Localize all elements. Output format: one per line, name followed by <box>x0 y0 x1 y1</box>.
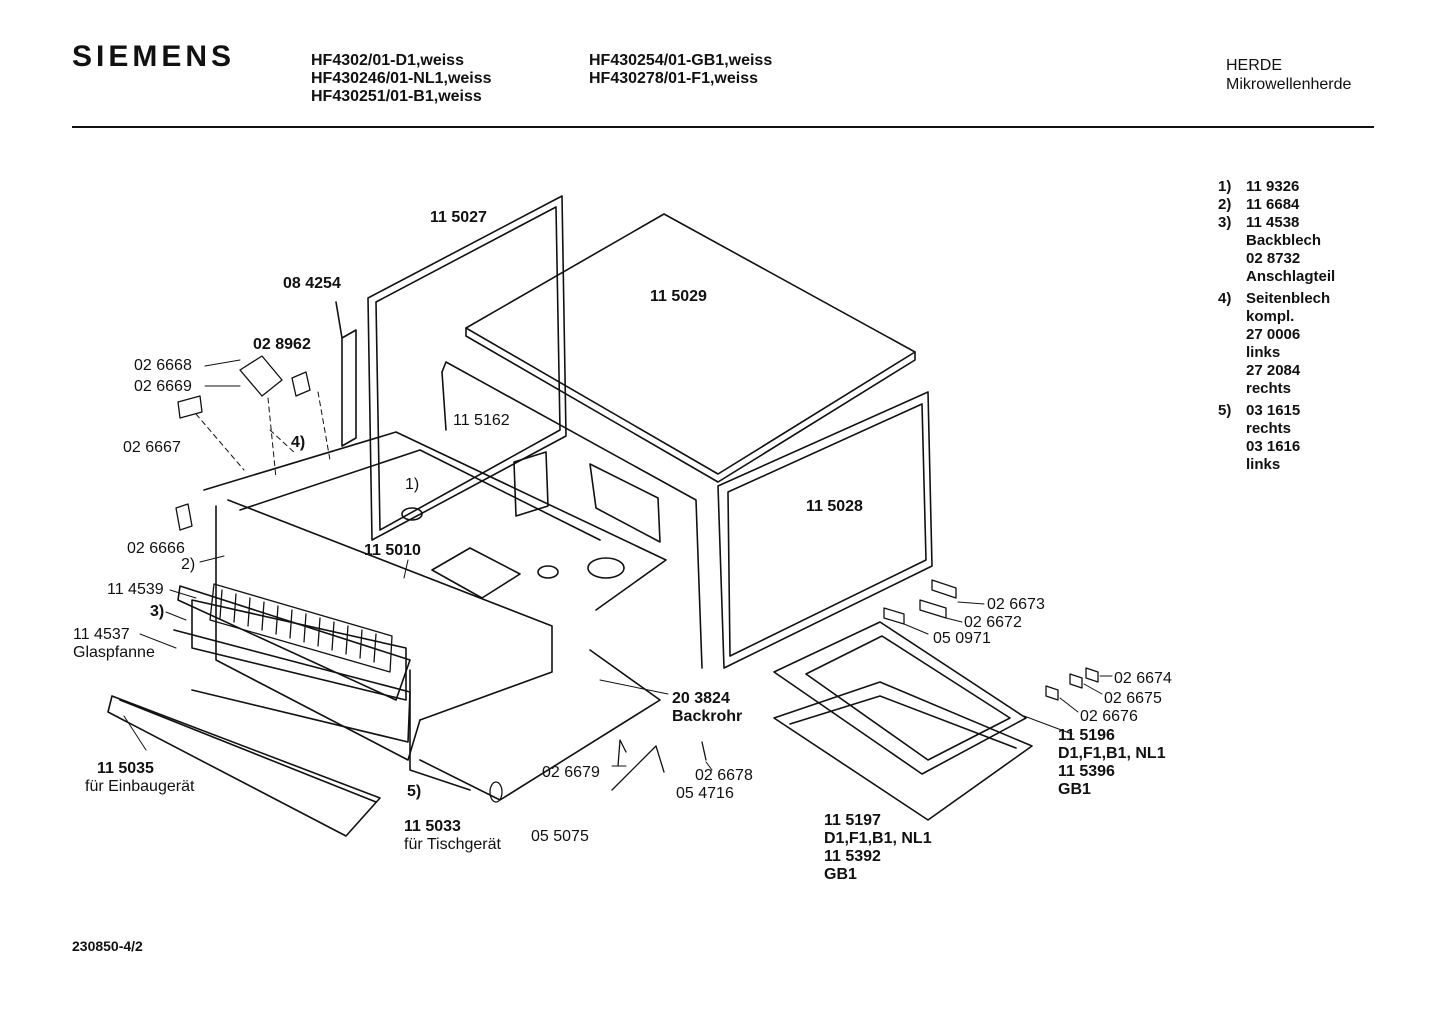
note-line: 11 6684 <box>1246 196 1300 213</box>
note-4: 4) Seitenblech kompl. 27 0006 links 27 2… <box>1218 290 1335 398</box>
category-subtitle: Mikrowellenherde <box>1226 76 1352 93</box>
callout-number: 2) <box>181 556 196 573</box>
note-line: 11 9326 <box>1246 178 1300 195</box>
internal-components <box>402 452 660 598</box>
part-label: 20 3824 <box>672 690 730 707</box>
part-label: 02 6675 <box>1104 690 1162 707</box>
note-line: 03 1615 <box>1246 402 1301 419</box>
note-number: 1) <box>1218 178 1232 195</box>
model-line: HF4302/01-D1,weiss <box>311 52 464 69</box>
note-line: links <box>1246 344 1281 361</box>
note-3: 3) 11 4538 Backblech 02 8732 Anschlagtei… <box>1218 214 1335 286</box>
note-number: 3) <box>1218 214 1232 231</box>
note-5: 5) 03 1615 rechts 03 1616 links <box>1218 402 1335 474</box>
bottom-trim <box>108 696 380 836</box>
part-label: 11 5392 <box>824 848 881 865</box>
note-number: 5) <box>1218 402 1232 419</box>
part-label: 02 6679 <box>542 764 600 781</box>
category: HERDE Mikrowellenherde <box>1226 56 1351 94</box>
variant-label: D1,F1,B1, NL1 <box>1058 745 1166 762</box>
part-label: 11 4537 <box>73 626 130 643</box>
part-label: 02 8962 <box>253 336 311 353</box>
part-label: 02 6673 <box>987 596 1045 613</box>
model-list-2: HF430254/01-GB1,weiss HF430278/01-F1,wei… <box>589 52 772 88</box>
part-description: Glaspfanne <box>73 644 155 661</box>
part-label: 11 5027 <box>430 209 487 226</box>
part-label: 05 0971 <box>933 630 991 647</box>
note-line: Anschlagteil <box>1246 268 1336 285</box>
note-line: 02 8732 <box>1246 250 1301 267</box>
model-list-1: HF4302/01-D1,weiss HF430246/01-NL1,weiss… <box>311 52 492 106</box>
part-label: 11 5162 <box>453 412 510 429</box>
notes-legend: 1) 11 9326 2) 11 6684 3) 11 4538 Backble… <box>1218 178 1335 478</box>
variant-label: GB1 <box>1058 781 1091 798</box>
part-description: für Einbaugerät <box>85 778 195 795</box>
callout-number: 3) <box>150 603 165 620</box>
note-line: kompl. <box>1246 308 1295 325</box>
part-label: 02 6668 <box>134 357 192 374</box>
model-line: HF430278/01-F1,weiss <box>589 70 758 87</box>
part-description: Backrohr <box>672 708 743 725</box>
document-number: 230850-4/2 <box>72 938 143 954</box>
note-line: rechts <box>1246 380 1292 397</box>
part-label: 11 5033 <box>404 818 461 835</box>
part-label: 05 4716 <box>676 785 734 802</box>
part-label: 11 5197 <box>824 812 881 829</box>
part-label: 11 4539 <box>107 581 164 598</box>
model-line: HF430254/01-GB1,weiss <box>589 52 773 69</box>
part-description: für Tischgerät <box>404 836 501 853</box>
part-label: 11 5035 <box>97 760 154 777</box>
header-divider <box>72 126 1374 128</box>
note-line: 03 1616 <box>1246 438 1301 455</box>
baking-tray <box>774 622 1026 774</box>
oven-cavity <box>174 432 666 800</box>
note-line: links <box>1246 456 1281 473</box>
note-number: 4) <box>1218 290 1232 307</box>
side-panel <box>718 392 932 668</box>
part-label: 11 5028 <box>806 498 863 515</box>
variant-label: GB1 <box>824 866 857 883</box>
brand-logo: SIEMENS <box>72 40 236 73</box>
variant-label: D1,F1,B1, NL1 <box>824 830 932 847</box>
callout-number: 1) <box>405 476 420 493</box>
part-label: 11 5396 <box>1058 763 1115 780</box>
leader-lines <box>124 360 1112 770</box>
part-label: 11 5196 <box>1058 727 1115 744</box>
note-line: Seitenblech <box>1246 290 1331 307</box>
part-label: 02 6676 <box>1080 708 1138 725</box>
part-label: 11 5029 <box>650 288 707 305</box>
note-line: rechts <box>1246 420 1292 437</box>
model-line: HF430246/01-NL1,weiss <box>311 70 492 87</box>
part-label: 02 6678 <box>695 767 753 784</box>
glass-tray <box>774 682 1032 820</box>
part-label: 02 6674 <box>1114 670 1172 687</box>
part-label: 02 6669 <box>134 378 192 395</box>
callout-number: 4) <box>291 434 306 451</box>
note-2: 2) 11 6684 <box>1218 196 1335 214</box>
back-cover <box>442 362 702 668</box>
part-label: 08 4254 <box>283 275 341 292</box>
model-line: HF430251/01-B1,weiss <box>311 88 482 105</box>
small-parts <box>176 356 1098 802</box>
part-label: 05 5075 <box>531 828 589 845</box>
note-line: 27 2084 <box>1246 362 1301 379</box>
note-number: 2) <box>1218 196 1232 213</box>
bracket <box>336 302 356 446</box>
top-cover <box>466 214 915 482</box>
note-line: 27 0006 <box>1246 326 1301 343</box>
part-label: 02 6672 <box>964 614 1022 631</box>
note-line: Backblech <box>1246 232 1322 249</box>
grill-rack <box>210 584 392 672</box>
part-label: 02 6666 <box>127 540 185 557</box>
rear-panel <box>368 196 566 540</box>
part-label: 11 5010 <box>364 542 421 559</box>
note-line: 11 4538 <box>1246 214 1300 231</box>
part-label: 02 6667 <box>123 439 181 456</box>
callout-number: 5) <box>407 783 422 800</box>
note-1: 1) 11 9326 <box>1218 178 1335 196</box>
category-title: HERDE <box>1226 57 1283 74</box>
